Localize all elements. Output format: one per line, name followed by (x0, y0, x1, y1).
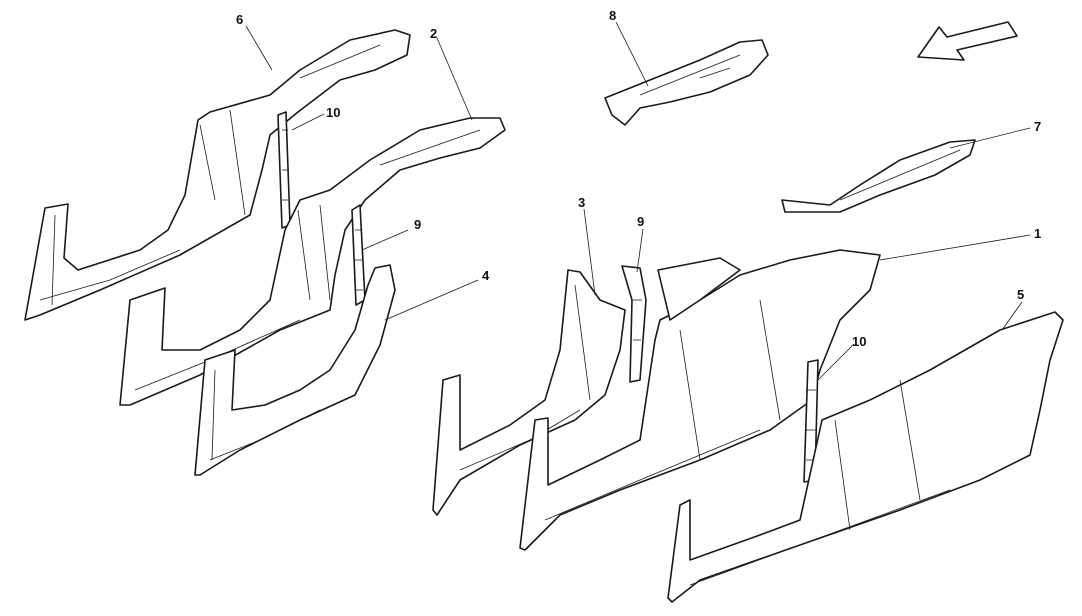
leader-3 (583, 208, 596, 296)
direction-arrow-icon (917, 21, 1018, 61)
leader-10a (291, 113, 325, 131)
callout-3: 3 (578, 195, 585, 210)
leader-7 (949, 127, 1031, 149)
callout-7: 7 (1034, 119, 1041, 134)
leader-9b (636, 228, 644, 273)
part-3-inner-pillar (432, 269, 626, 516)
leader-8 (615, 21, 649, 87)
part-9-pillar-reinforcement (351, 204, 366, 306)
leader-6 (245, 25, 273, 71)
leader-4 (384, 279, 479, 321)
part-7-rocker-strip (781, 139, 976, 213)
callout-5: 5 (1017, 287, 1024, 302)
callout-6: 6 (236, 12, 243, 27)
callout-1: 1 (1034, 226, 1041, 241)
part-10-pillar-bracket (277, 111, 291, 229)
callout-9-right: 9 (637, 214, 644, 229)
part-4-door-frame (194, 264, 396, 476)
callout-4: 4 (482, 268, 490, 283)
part-9-reinforcement-right (621, 265, 647, 383)
callout-10-lower: 10 (852, 334, 866, 349)
part-8-roof-rail (604, 39, 769, 126)
leader-9a (361, 229, 409, 251)
leader-10b (817, 343, 855, 381)
part-5-rear-quarter-panel (667, 311, 1064, 603)
leader-2 (436, 37, 473, 121)
leader-1 (879, 234, 1031, 261)
leader-5 (1001, 301, 1023, 331)
callout-10-upper: 10 (326, 105, 340, 120)
part-2-inner-side-frame (119, 117, 506, 406)
part-1-body-side-panel (519, 249, 881, 551)
callout-9-left: 9 (414, 217, 421, 232)
callout-2: 2 (430, 26, 437, 41)
part-6-side-frame (24, 29, 411, 321)
callout-8: 8 (609, 8, 616, 23)
